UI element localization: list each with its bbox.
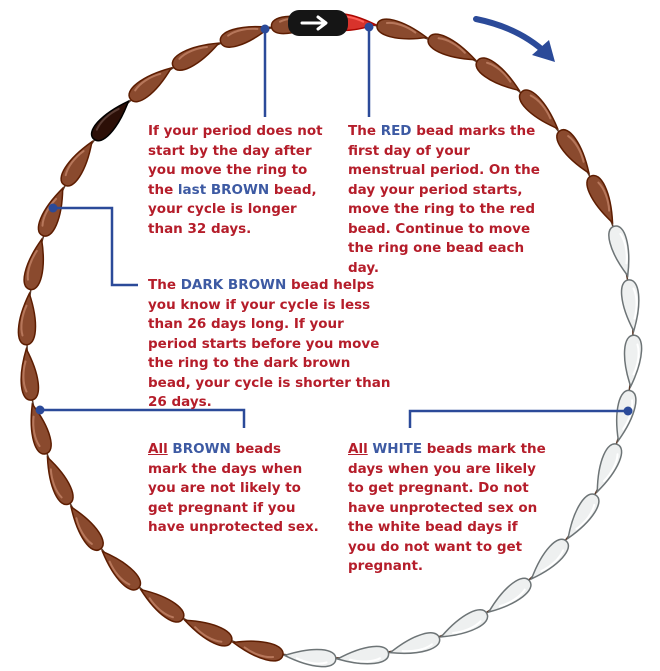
white-bead bbox=[388, 630, 442, 661]
brown-bead bbox=[181, 613, 235, 650]
brown-bead bbox=[472, 54, 524, 97]
brown-bead bbox=[425, 30, 479, 67]
brown-bead bbox=[57, 137, 99, 189]
brown-bead bbox=[64, 502, 107, 554]
brown-bead bbox=[40, 454, 77, 508]
white-bead bbox=[561, 491, 603, 543]
brown-bead bbox=[553, 126, 596, 178]
white-bead bbox=[610, 389, 638, 443]
brown-bead bbox=[22, 238, 50, 292]
white-bead bbox=[620, 279, 642, 332]
brown-bead bbox=[169, 36, 222, 74]
brown-bead bbox=[18, 348, 40, 401]
leader-all-brown bbox=[40, 410, 244, 428]
white-bead bbox=[284, 647, 336, 668]
white-bead bbox=[337, 645, 390, 667]
brown-bead bbox=[375, 16, 429, 45]
ring-marker bbox=[288, 10, 348, 36]
dark-brown-bead bbox=[87, 95, 134, 144]
brown-bead bbox=[231, 634, 285, 663]
all-white-beads-text: All WHITE beads mark the days when you a… bbox=[348, 440, 548, 577]
brown-bead bbox=[583, 173, 620, 227]
all-brown-beads-text: All BROWN beads mark the days when you a… bbox=[148, 440, 323, 538]
brown-limit-text: If your period does not start by the day… bbox=[148, 122, 328, 239]
brown-bead bbox=[125, 61, 176, 106]
brown-bead bbox=[96, 546, 144, 594]
white-bead bbox=[622, 335, 642, 387]
dark-brown-bead-text: The DARK BROWN bead helps you know if yo… bbox=[148, 276, 396, 413]
white-bead bbox=[484, 574, 535, 619]
red-bead-text: The RED bead marks the first day of your… bbox=[348, 122, 548, 278]
clockwise-arrow-icon bbox=[476, 19, 555, 62]
brown-bead bbox=[17, 293, 37, 345]
white-bead bbox=[590, 441, 626, 495]
white-bead bbox=[606, 224, 636, 278]
white-bead bbox=[437, 606, 490, 644]
leader-dark-brown bbox=[53, 208, 138, 285]
brown-bead bbox=[136, 583, 188, 626]
leader-all-white bbox=[410, 411, 628, 428]
